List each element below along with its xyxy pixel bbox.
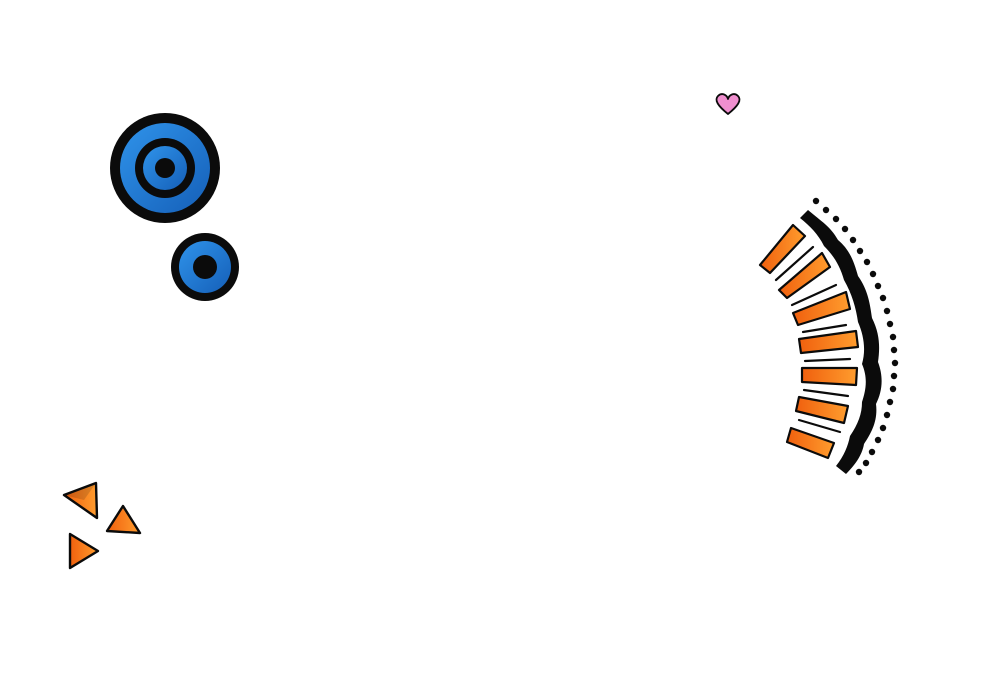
arc-lines: [774, 245, 852, 434]
heart-icon: [715, 93, 741, 115]
orange-arc-fan-icon: [758, 197, 899, 476]
arc-bar: [777, 251, 832, 300]
ring-icon: [171, 233, 239, 301]
orange-triangles-icon: [62, 481, 142, 570]
arc-bar: [800, 366, 859, 387]
arc-bar: [794, 395, 850, 425]
concentric-circles-icon: [110, 113, 220, 223]
arc-bar: [785, 426, 836, 460]
arc-bar: [797, 329, 860, 355]
arc-bar: [791, 290, 852, 327]
dotted-arc: [812, 197, 899, 476]
arc-bar: [758, 223, 807, 275]
